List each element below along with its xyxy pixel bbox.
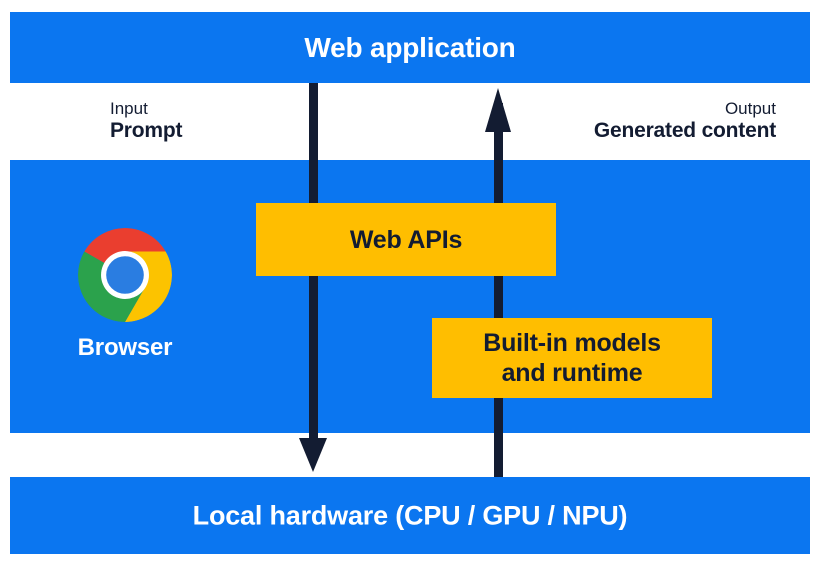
arrow-down-head-icon — [299, 438, 327, 472]
component-web-apis: Web APIs — [256, 203, 556, 276]
flow-output-kind: Output — [724, 99, 776, 118]
chrome-logo-icon — [78, 228, 172, 322]
layer-browser-label: Browser — [77, 334, 173, 361]
flow-input-value: Prompt — [110, 119, 183, 143]
arrow-up-shaft — [494, 103, 503, 487]
component-built-in-models-line2: and runtime — [501, 359, 643, 387]
arrow-up-head-icon — [485, 88, 511, 132]
browser-group: Browser — [60, 228, 190, 362]
flow-label-input: Input Prompt — [110, 99, 183, 144]
component-built-in-models-line1: Built-in models — [483, 329, 661, 357]
component-built-in-models: Built-in models and runtime — [432, 318, 712, 398]
flow-label-output: Output Generated content — [594, 99, 776, 144]
layer-web-application-label: Web application — [304, 31, 516, 63]
layer-local-hardware-label: Local hardware (CPU / GPU / NPU) — [192, 500, 628, 530]
flow-output-value: Generated content — [593, 119, 776, 143]
component-web-apis-label: Web APIs — [349, 225, 463, 254]
flow-input-kind: Input — [110, 99, 148, 118]
component-built-in-models-text: Built-in models and runtime — [483, 328, 661, 388]
layer-local-hardware: Local hardware (CPU / GPU / NPU) — [10, 477, 810, 554]
layer-web-application: Web application — [10, 12, 810, 83]
